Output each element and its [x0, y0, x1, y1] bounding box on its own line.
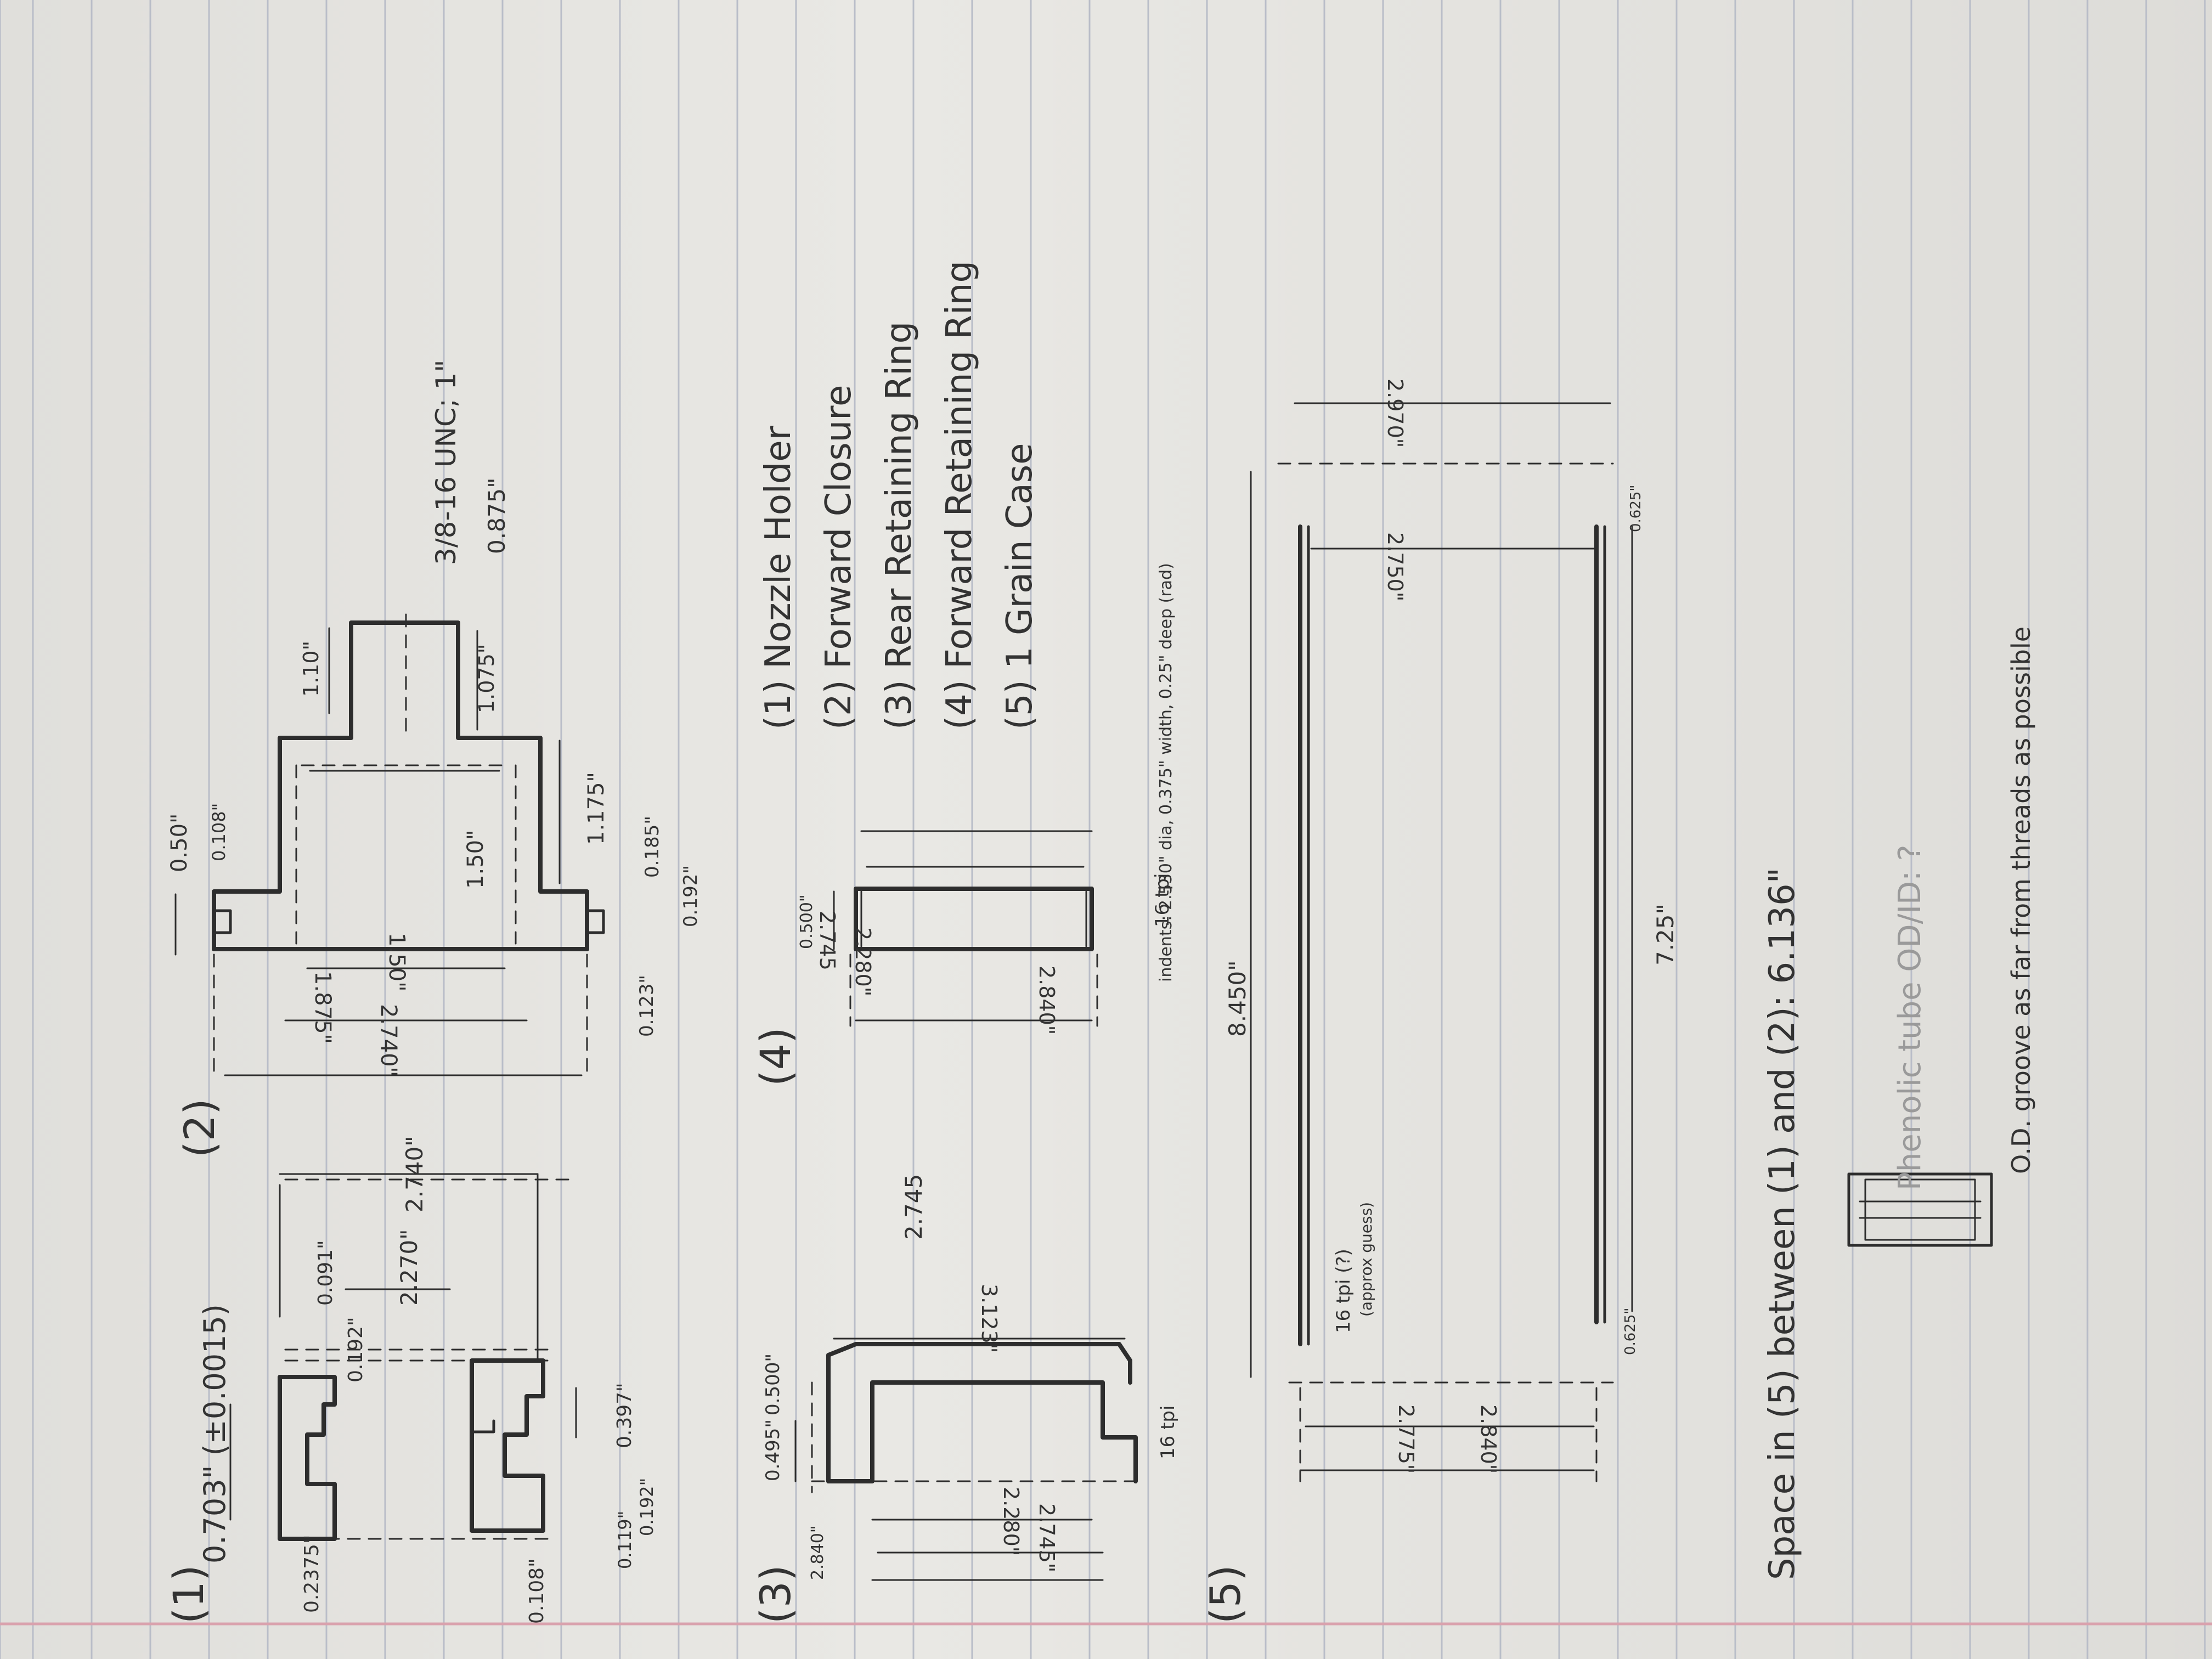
- p3-dim-e: 2.280": [999, 1487, 1023, 1556]
- part4-dimensions: 0.500" 2.840" 2.280" 2.745 16 tpi: [797, 873, 1173, 1035]
- p1-dim-i: 0.119": [614, 1511, 635, 1569]
- p3-dim-g: 16 tpi: [1157, 1406, 1179, 1459]
- p2-dim-f: 1.50": [463, 830, 488, 889]
- p3-dim-d: 3.123": [977, 1284, 1001, 1353]
- part4-drawing: [833, 830, 1098, 1027]
- p1-dim-c: 0.192": [345, 1317, 367, 1383]
- p3-dim-h: 2.745: [900, 1174, 927, 1240]
- p2-dim-e: 1.50": [384, 933, 409, 991]
- legend-item-5: (5) 1 Grain Case: [1000, 443, 1040, 730]
- p2-dim-n: 0.875": [483, 477, 510, 554]
- part5-number: (5): [1201, 1565, 1250, 1624]
- p1-dim-j: 0.192": [636, 1478, 657, 1536]
- p2-dim-k: 1.10": [299, 641, 323, 697]
- p4-dim-d: 2.745: [815, 911, 839, 970]
- p1-dim-d: 2.270": [396, 1229, 422, 1306]
- p2-dim-j: 0.123": [636, 975, 658, 1037]
- p2-dim-l: 1.075": [475, 644, 499, 713]
- legend-item-3: (3) Rear Retaining Ring: [879, 321, 919, 730]
- p2-dim-i: 0.192": [680, 865, 702, 927]
- p5-dim-f: 7.25": [1652, 904, 1679, 966]
- part2-dimensions: 0.50" 0.108" 2.740" 1.875" 1.50" 1.50" 1…: [167, 360, 702, 1077]
- p5-dim-h: 2.970": [1383, 379, 1407, 448]
- part2-drawing: [174, 613, 605, 1076]
- part-numbers: (1) (2) (3) (4) (5): [164, 1027, 1250, 1624]
- p1-dim-g: 0.108": [526, 1558, 548, 1624]
- p4-dim-a: 0.500": [797, 894, 816, 949]
- p3-dim-f: 2.745": [1035, 1503, 1059, 1572]
- part3-dimensions: 0.495" 0.500" 2.840" 3.123" 2.280" 2.745…: [762, 1174, 1179, 1580]
- p1-dim-e: 2.740": [401, 1136, 428, 1212]
- legend-item-1: (1) Nozzle Holder: [758, 425, 799, 730]
- part2-number: (2): [175, 1098, 224, 1158]
- note-indents: indents: 2.530" dia, 0.375" width, 0.25"…: [1156, 563, 1176, 982]
- p4-dim-e: 16 tpi: [1152, 873, 1173, 927]
- p1-dim-b: 0.091": [314, 1240, 337, 1306]
- p2-dim-m: 3/8-16 UNC; 1": [430, 360, 462, 566]
- p2-dim-h: 0.185": [641, 816, 663, 878]
- part1-number: (1): [164, 1565, 213, 1624]
- p5-dim-j: 0.625": [1622, 1308, 1639, 1355]
- p5-dim-c: (approx guess): [1357, 1202, 1375, 1317]
- p2-dim-b: 0.108": [208, 803, 229, 861]
- part5-dimensions: 8.450" 16 tpi (?) (approx guess) 2.775" …: [1224, 379, 1679, 1474]
- part1-drawing: [229, 1173, 577, 1541]
- p5-dim-e: 2.840": [1476, 1404, 1500, 1474]
- p2-dim-c: 2.740": [376, 1004, 401, 1077]
- note-space: Space in (5) between (1) and (2): 6.136": [1762, 867, 1803, 1580]
- part1-dimensions: 0.703" (±0.0015) 0.091" 0.192" 2.270" 2.…: [198, 1136, 657, 1624]
- p2-dim-d: 1.875": [310, 971, 335, 1044]
- p2-dim-a: 0.50": [167, 814, 192, 872]
- phenolic-sketch: [1847, 1172, 1993, 1247]
- p5-dim-g: 2.750": [1383, 532, 1407, 601]
- p5-dim-a: 8.450": [1224, 960, 1251, 1037]
- p5-dim-b: 16 tpi (?): [1333, 1249, 1355, 1333]
- notes: indents: 2.530" dia, 0.375" width, 0.25"…: [1156, 563, 2036, 1580]
- legend-item-4: (4) Forward Retaining Ring: [939, 261, 980, 730]
- legend: (1) Nozzle Holder (2) Forward Closure (3…: [758, 261, 1040, 730]
- legend-item-2: (2) Forward Closure: [819, 385, 859, 730]
- part3-drawing: [794, 1338, 1142, 1581]
- p4-dim-b: 2.840": [1035, 966, 1059, 1035]
- note-phenolic: Phenolic tube OD/ID: ?: [1892, 844, 1928, 1190]
- p4-dim-c: 2.280": [851, 927, 875, 996]
- p2-dim-g: 1.175": [584, 772, 609, 845]
- p1-dim-a: 0.703" (±0.0015): [198, 1304, 232, 1564]
- part4-number: (4): [751, 1027, 800, 1086]
- p3-dim-b: 0.500": [762, 1353, 784, 1415]
- p3-dim-c: 2.840": [808, 1525, 827, 1580]
- p1-dim-f: 0.2375": [301, 1534, 323, 1613]
- p5-dim-d: 2.775": [1394, 1404, 1418, 1474]
- ruled-lines-group: [32, 0, 2206, 1659]
- p3-dim-a: 0.495": [762, 1419, 784, 1481]
- p1-dim-h: 0.397": [613, 1383, 636, 1448]
- part3-number: (3): [751, 1565, 800, 1624]
- part5-drawing: [1250, 402, 1633, 1482]
- p5-dim-i: 0.625": [1628, 485, 1644, 532]
- note-groove: O.D. groove as far from threads as possi…: [2006, 627, 2036, 1174]
